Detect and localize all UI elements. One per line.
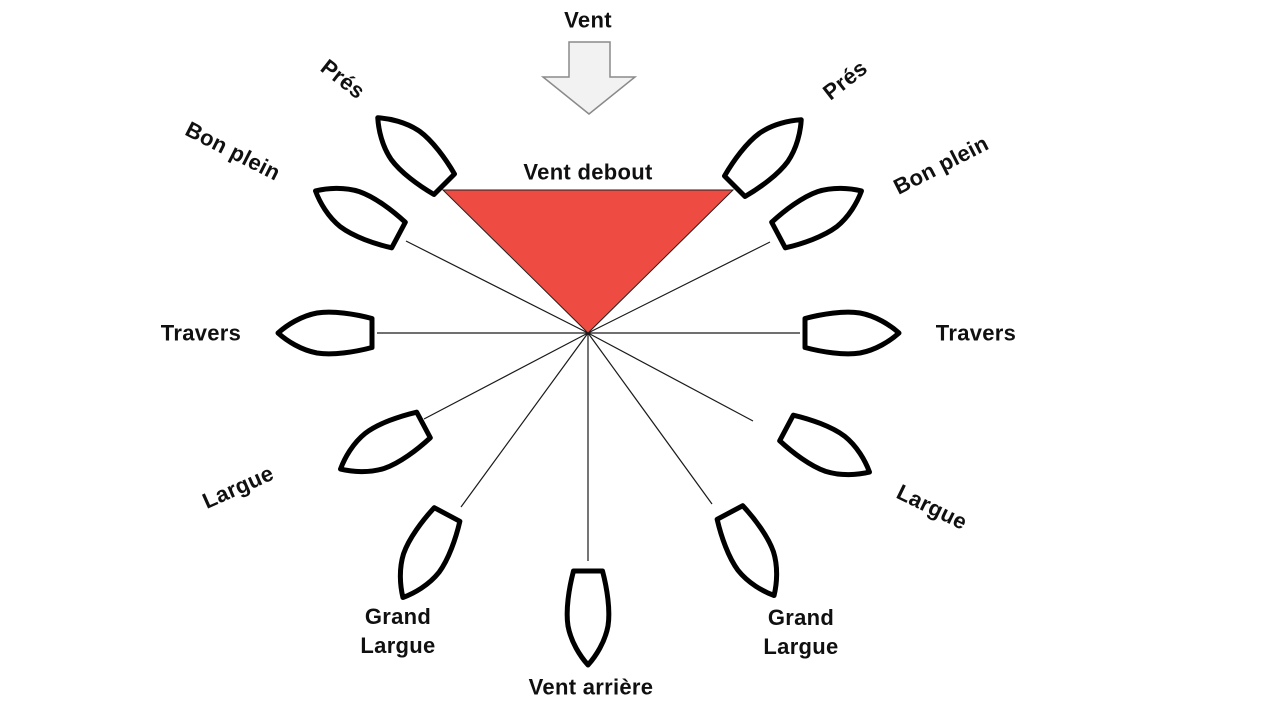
label-travers-left: Travers	[160, 320, 242, 346]
label-travers-right: Travers	[935, 320, 1017, 346]
radial-line	[587, 241, 771, 334]
radial-line	[460, 332, 589, 508]
boat-largue-left	[338, 409, 433, 475]
wind-down-arrow	[540, 41, 638, 115]
boat-pres-right	[722, 117, 804, 199]
label-vent-arriere: Vent arrière	[528, 674, 654, 700]
radial-line	[587, 332, 713, 505]
boat-travers-left	[275, 309, 375, 357]
radial-line	[587, 332, 754, 422]
boat-bon-plein-right	[769, 185, 864, 251]
label-grand-largue-right: Grand Largue	[763, 604, 839, 659]
label-vent-debout: Vent debout	[523, 159, 653, 185]
boat-pres-left	[375, 115, 457, 197]
no-go-zone	[441, 189, 735, 334]
radial-line	[405, 240, 589, 334]
boat-travers-right	[802, 309, 902, 357]
boat-grand-largue-left	[397, 505, 463, 600]
boat-bon-plein-left	[313, 185, 408, 251]
boat-grand-largue-right	[714, 503, 780, 598]
label-grand-largue-left: Grand Largue	[360, 603, 436, 658]
boat-largue-right	[777, 412, 872, 478]
label-vent: Vent	[564, 7, 612, 33]
radial-line	[423, 332, 589, 420]
boat-vent-arriere	[564, 568, 612, 668]
